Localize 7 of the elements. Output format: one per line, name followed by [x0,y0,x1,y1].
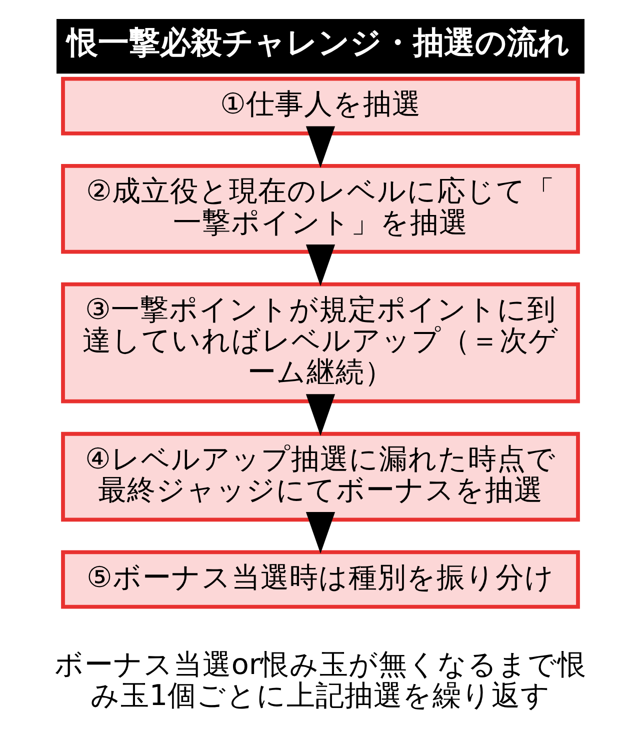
arrow [305,512,335,554]
arrow [305,244,335,286]
label: ボーナス当選or恨み玉が無くなるまで恨み玉1個ごとに上記抽選を繰り返す [54,646,586,712]
node-box: ⑤ボーナス当選時は種別を振り分け [60,550,580,609]
arrow [305,126,335,168]
diagram-title: 恨一撃必殺チャレンジ・抽選の流れ [66,25,570,62]
arrow [305,394,335,436]
